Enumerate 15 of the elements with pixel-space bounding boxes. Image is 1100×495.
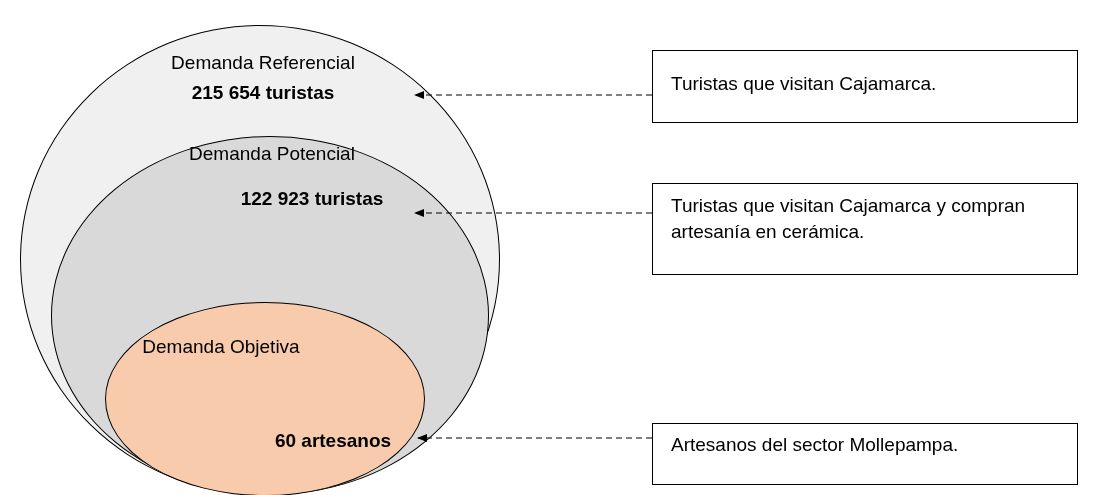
region-title: Demanda Objetiva [142, 335, 300, 359]
region-value: 215 654 turistas [191, 81, 335, 105]
region-value: 122 923 turistas [240, 187, 384, 211]
region-title: Demanda Potencial [189, 142, 355, 166]
description-text: Turistas que visitan Cajamarca. [671, 72, 938, 96]
text-box [652, 50, 1078, 123]
arrow [414, 91, 653, 99]
description-text: Artesanos del sector Mollepampa. [671, 433, 960, 457]
text-box [652, 423, 1078, 485]
text-box [652, 183, 1078, 275]
arrow [417, 434, 653, 442]
arrow [414, 209, 653, 217]
description-text: Turistas que visitan Cajamarca y compran artesanía en cerámica. [671, 194, 1027, 244]
region-title: Demanda Referencial [171, 51, 355, 75]
region-value: 60 artesanos [274, 429, 392, 453]
